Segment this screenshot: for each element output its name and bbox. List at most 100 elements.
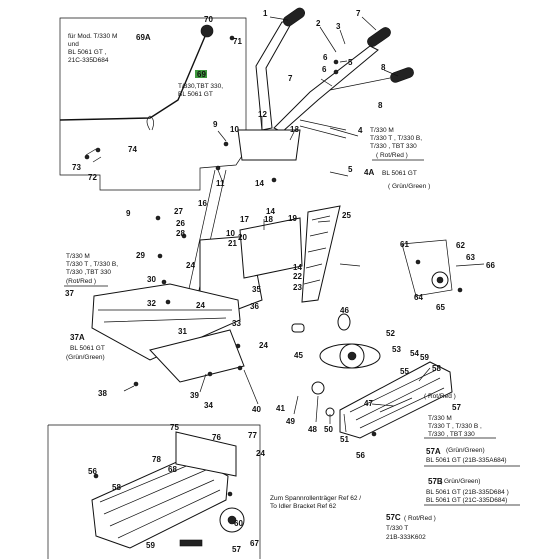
- note-text: T/330 M: [370, 127, 394, 134]
- part-label: 64: [414, 293, 423, 302]
- part-label: 4: [358, 126, 363, 135]
- leader-lines: [123, 16, 485, 433]
- note-text: ( Rot/Red ): [376, 152, 408, 159]
- part-label: 73: [72, 163, 81, 172]
- part-label: 55: [400, 367, 409, 376]
- part-label: 48: [308, 425, 317, 434]
- variant-notes: für Mod. T/330 M und BL 5061 GT , 21C-33…: [66, 33, 509, 541]
- part-label: 71: [233, 37, 242, 46]
- cable-inset-frame: [59, 17, 247, 191]
- part-label: 32: [147, 299, 156, 308]
- part-label: 7: [288, 74, 293, 83]
- pulley-hub: [347, 351, 357, 361]
- part-label: 10: [230, 125, 239, 134]
- part-label: 28: [176, 229, 185, 238]
- part-label: 9: [213, 120, 218, 129]
- part-label: 68: [168, 465, 177, 474]
- part-label: 57A: [426, 447, 441, 456]
- part-label: 27: [174, 207, 183, 216]
- lower-inset-frame: [47, 424, 261, 559]
- note-text: BL 5061 GT (21B-335D684 ): [426, 489, 509, 496]
- part-label: 72: [88, 173, 97, 182]
- tine-shield: [91, 283, 241, 361]
- idler-hub: [436, 276, 444, 284]
- part-label: 37A: [70, 333, 85, 342]
- part-label: 20: [238, 233, 247, 242]
- control-lever: [329, 77, 391, 91]
- part-label: 60: [234, 519, 243, 528]
- part-label: 52: [386, 329, 395, 338]
- part-label: 76: [212, 433, 221, 442]
- right-grip: [367, 27, 391, 47]
- belt-cover-right: [339, 361, 453, 439]
- belt-guard-rail: [301, 205, 341, 303]
- part-label: 57B: [428, 477, 443, 486]
- note-text: ( Grün/Green ): [388, 183, 430, 190]
- spacer-45: [291, 323, 305, 333]
- frame-assembly: [91, 205, 453, 383]
- shield-flap: [149, 329, 245, 383]
- note-text: T/330 M: [428, 415, 452, 422]
- part-label: 23: [293, 283, 302, 292]
- part-label: 18: [264, 215, 273, 224]
- part-label: 24: [259, 341, 268, 350]
- note-text: (Grün/Green): [446, 447, 485, 454]
- part-label: 74: [128, 145, 137, 154]
- note-text: T/330 T , T/330 B,: [370, 135, 422, 142]
- part-label: 77: [248, 431, 257, 440]
- part-label: 41: [276, 404, 285, 413]
- note-text: BL 5061 GT: [382, 170, 417, 177]
- part-label: 61: [400, 240, 409, 249]
- part-label: 30: [147, 275, 156, 284]
- part-46-bearing: [337, 313, 351, 331]
- handlebar-assembly: [179, 7, 414, 331]
- note-text: Zum Spannrollenträger Ref 62 /: [270, 495, 361, 502]
- part-label: 38: [98, 389, 107, 398]
- part-label: 49: [286, 417, 295, 426]
- part-label: 57: [452, 403, 461, 412]
- inset-bolt: [179, 539, 203, 547]
- idler-bracket-inset: [175, 431, 237, 477]
- mounting-plate: [239, 217, 303, 279]
- part-label: 59: [420, 353, 429, 362]
- note-text: T/330 , TBT 330: [428, 431, 475, 438]
- part-label: 78: [152, 455, 161, 464]
- part-label: 69A: [136, 33, 151, 42]
- part-label: 46: [340, 306, 349, 315]
- part-label: 13: [290, 125, 299, 134]
- part-label: 53: [392, 345, 401, 354]
- throttle-lever-knob: [200, 24, 214, 38]
- part-label: 36: [250, 302, 259, 311]
- part-label: 75: [170, 423, 179, 432]
- part-label: 1: [263, 9, 268, 18]
- part-label: 47: [364, 399, 373, 408]
- cable-screws: [85, 148, 102, 163]
- part-label: 11: [216, 179, 225, 188]
- part-label: 9: [126, 209, 131, 218]
- note-text: 21B-333K602: [386, 534, 426, 541]
- note-text: T/330 ,TBT 330: [66, 269, 111, 276]
- note-text: ( Rot/Red ): [424, 393, 456, 400]
- part-label: 70: [204, 15, 213, 24]
- fasteners: [84, 35, 463, 497]
- part-label: 14: [293, 263, 302, 272]
- part-label: 19: [288, 214, 297, 223]
- note-text: BL 5061 GT ,: [68, 49, 106, 56]
- part-label: 25: [342, 211, 351, 220]
- note-text: für Mod. T/330 M: [68, 33, 117, 40]
- part-label: 8: [378, 101, 383, 110]
- part-label: 3: [336, 22, 341, 31]
- note-text: (Grün/Green): [66, 354, 105, 361]
- note-text: ( Rot/Red ): [404, 515, 436, 522]
- part-label: 24: [196, 301, 205, 310]
- part-label: 31: [178, 327, 187, 336]
- left-grip: [282, 7, 306, 27]
- part-label: 57: [232, 545, 241, 554]
- idler-detail-frame: [401, 239, 453, 297]
- note-text: T/330 M: [66, 253, 90, 260]
- part-label: 69: [197, 70, 206, 79]
- part-label: 58: [112, 483, 121, 492]
- cover-ribs: [349, 369, 445, 429]
- part-label: 5: [348, 165, 353, 174]
